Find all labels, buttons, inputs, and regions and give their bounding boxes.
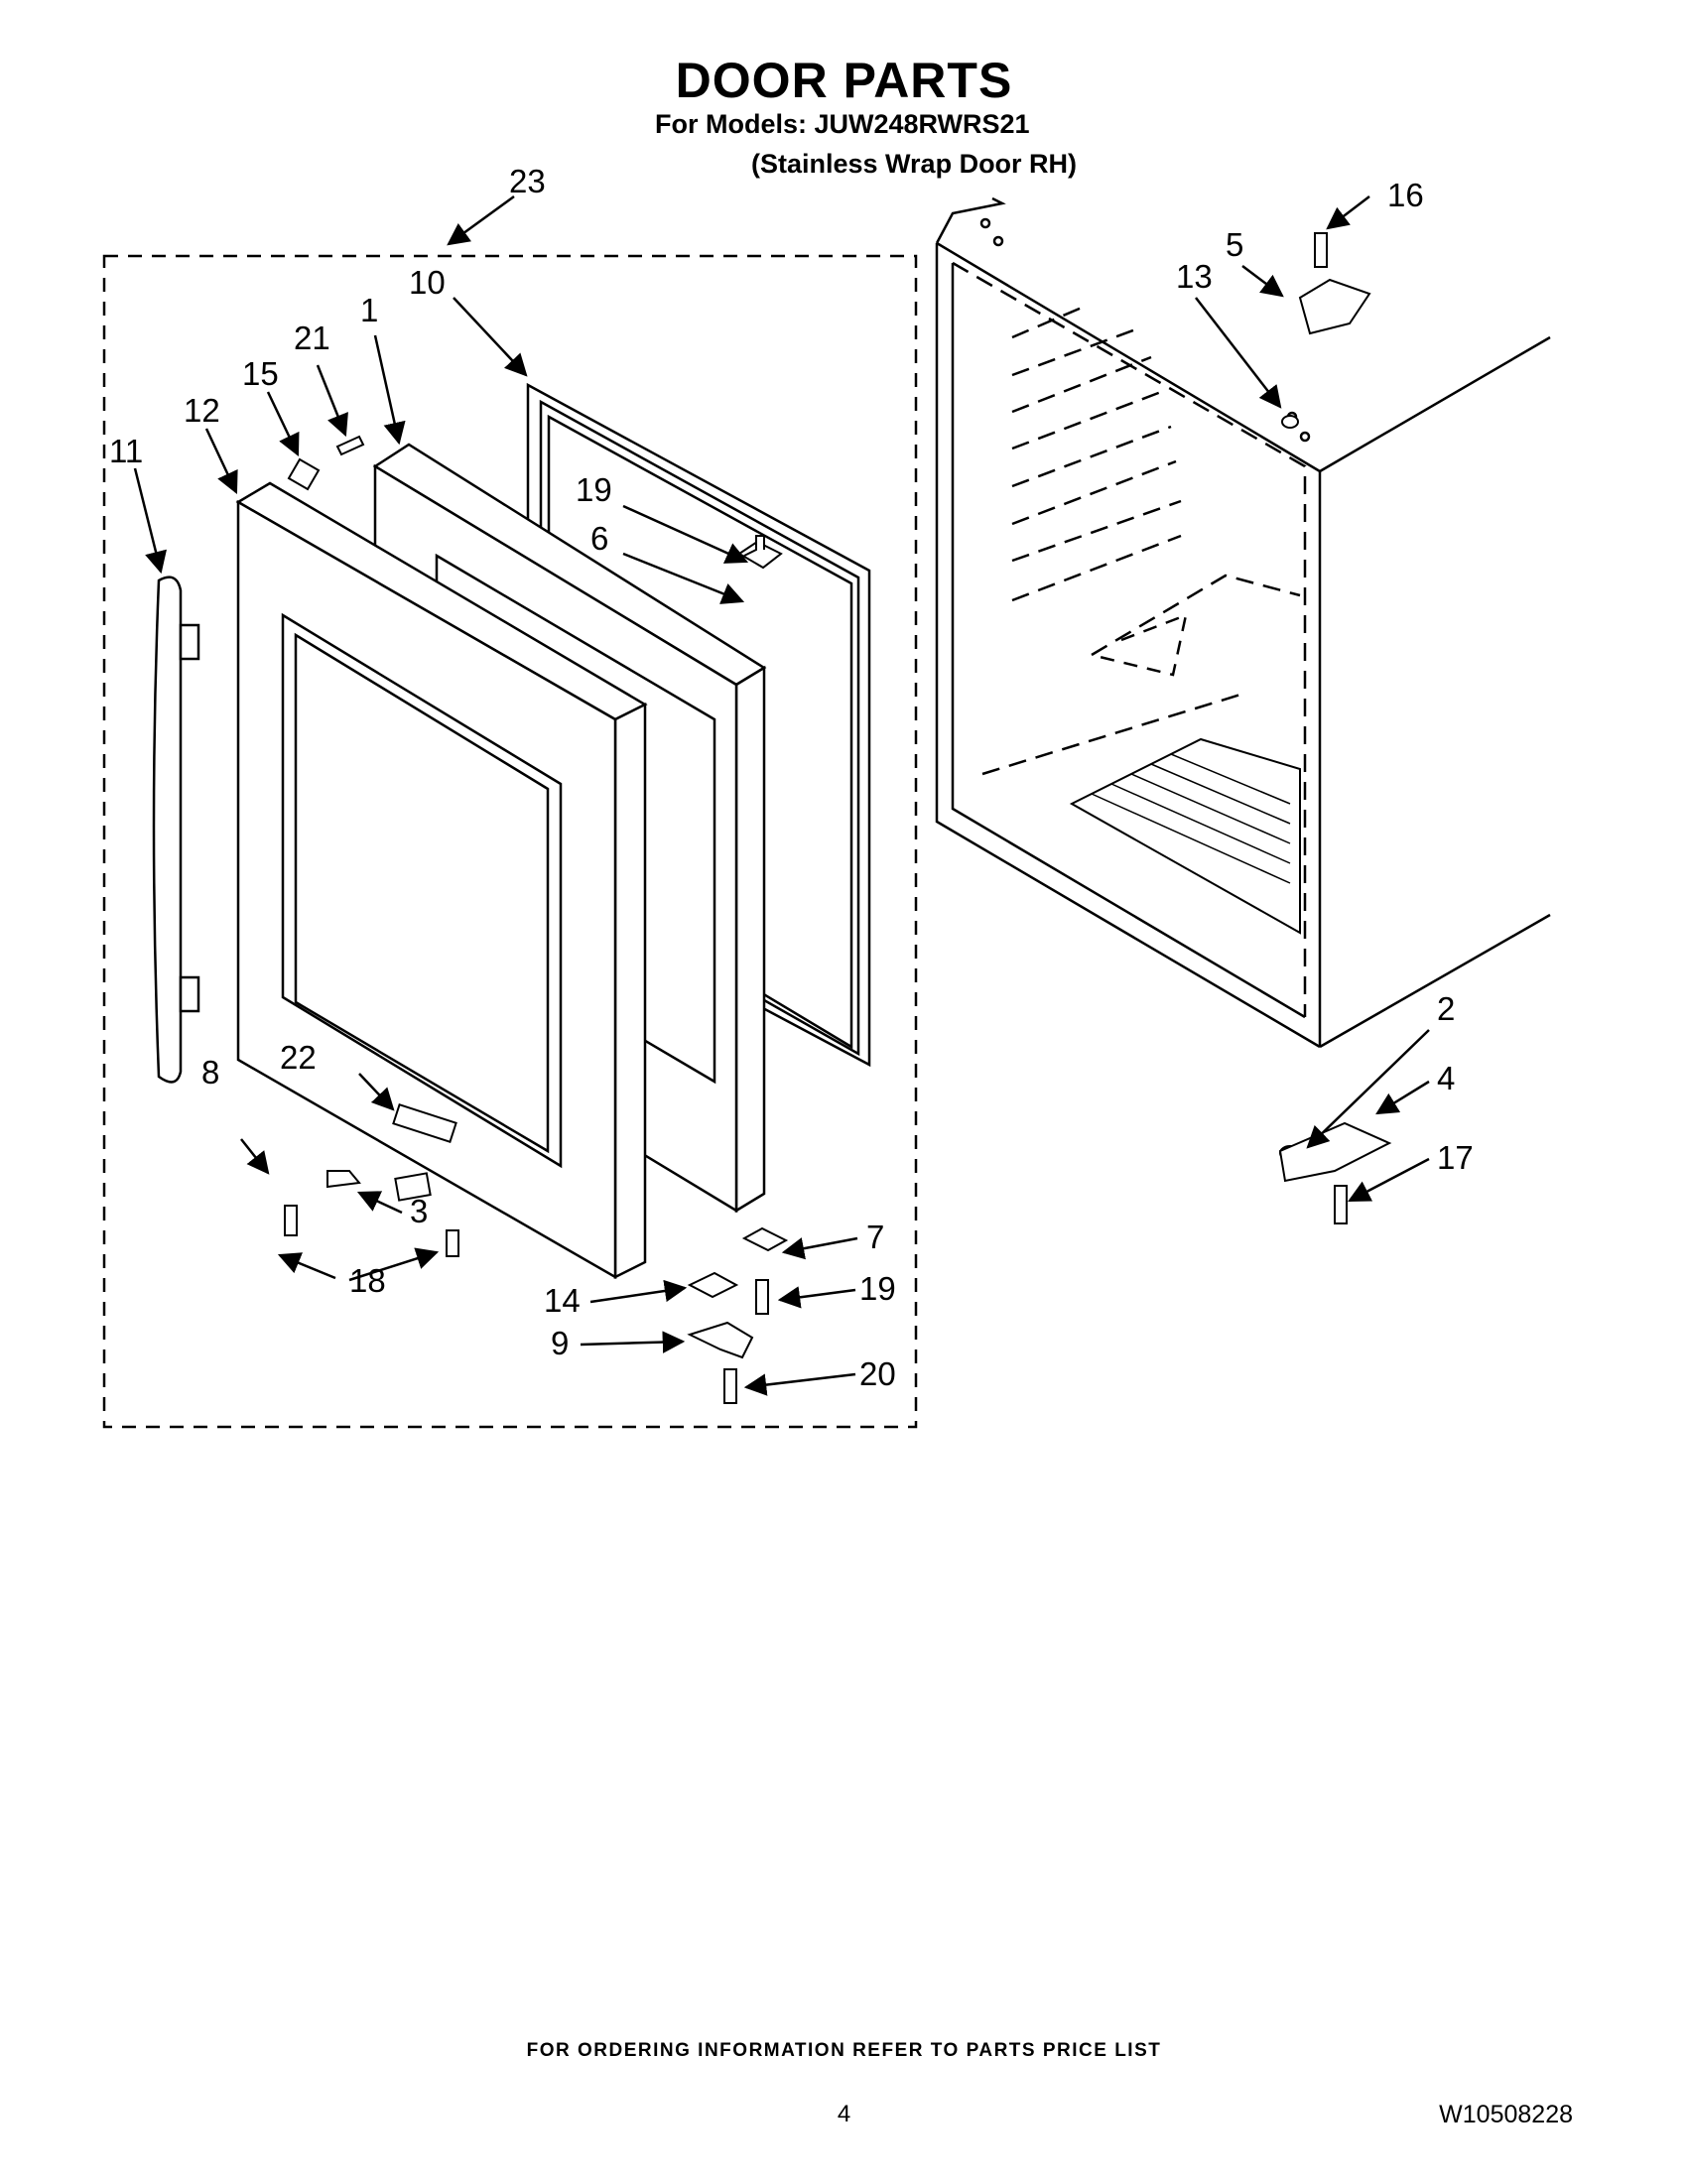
- callout-12: 12: [184, 392, 220, 429]
- callout-13: 13: [1176, 258, 1213, 295]
- callout-3: 3: [410, 1193, 428, 1229]
- ordering-info-footer: FOR ORDERING INFORMATION REFER TO PARTS …: [526, 2040, 1162, 2061]
- callout-19-lower: 19: [859, 1270, 896, 1307]
- callout-7: 7: [866, 1219, 884, 1255]
- callout-9: 9: [551, 1325, 569, 1361]
- document-number: W10508228: [1439, 2101, 1573, 2128]
- callout-17: 17: [1437, 1139, 1474, 1176]
- callout-6: 6: [590, 520, 608, 557]
- outer-door-frame: [235, 481, 648, 1280]
- callout-23: 23: [509, 163, 546, 199]
- callout-15: 15: [242, 355, 279, 392]
- callout-21: 21: [294, 320, 330, 356]
- cabinet: [935, 196, 1551, 1049]
- callout-11: 11: [109, 433, 143, 469]
- callout-18: 18: [349, 1262, 386, 1299]
- leader-lines: [133, 194, 1430, 1396]
- callout-10: 10: [409, 264, 446, 301]
- models-line: For Models: JUW248RWRS21: [655, 109, 1030, 139]
- hardware: [284, 232, 1392, 1404]
- callout-19-upper: 19: [576, 471, 612, 508]
- callout-5: 5: [1226, 226, 1243, 263]
- callout-16: 16: [1387, 177, 1424, 213]
- callout-4: 4: [1437, 1060, 1455, 1096]
- door-assembly-boundary: [102, 254, 918, 1429]
- page-title: DOOR PARTS: [675, 53, 1013, 108]
- page-number: 4: [837, 2101, 851, 2127]
- callout-20: 20: [859, 1355, 896, 1392]
- callout-2: 2: [1437, 990, 1455, 1027]
- callout-8: 8: [201, 1054, 219, 1091]
- callout-14: 14: [544, 1282, 581, 1319]
- door-handle: [152, 576, 200, 1084]
- variant-line: (Stainless Wrap Door RH): [751, 149, 1078, 179]
- callout-1: 1: [360, 292, 378, 328]
- callout-22: 22: [280, 1039, 317, 1076]
